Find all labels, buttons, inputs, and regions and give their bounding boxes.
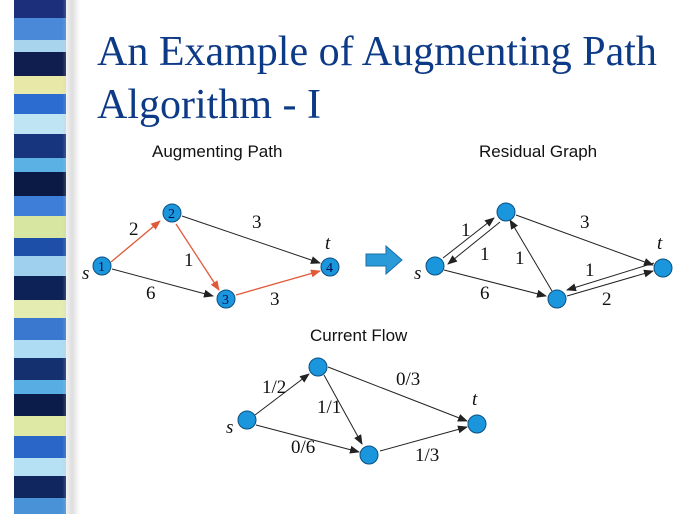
res-edge-s-2-forward <box>442 217 495 259</box>
aug-source-label: s <box>82 263 89 284</box>
current-flow-graph: s t 1/2 0/3 1/1 0/6 1/3 <box>226 357 487 466</box>
res-edge-2-s-back-capacity: 1 <box>480 244 490 265</box>
heading-augmenting-path: Augmenting Path <box>152 142 283 161</box>
aug-edge-3-4-capacity: 3 <box>270 289 280 310</box>
flow-edge-2-3 <box>323 374 363 445</box>
decorative-stripe <box>0 0 80 514</box>
aug-node-3 <box>216 289 236 309</box>
flow-node-3 <box>359 445 379 465</box>
res-edge-3-2-capacity: 1 <box>515 248 525 269</box>
flow-edge-3-t-value: 1/3 <box>415 445 439 466</box>
aug-edge-1-2 <box>110 220 161 263</box>
flow-edge-s-2-value: 1/2 <box>262 377 286 398</box>
res-node-3 <box>547 289 567 309</box>
res-edge-2-t <box>515 214 654 266</box>
flow-edge-2-t <box>327 366 468 422</box>
aug-edge-2-4 <box>181 215 321 264</box>
flow-sink-label: t <box>472 389 478 410</box>
aug-edge-2-4-capacity: 3 <box>252 212 262 233</box>
aug-edge-1-2-capacity: 2 <box>129 219 139 240</box>
aug-node-4-label: 4 <box>326 261 333 276</box>
res-edge-s-3-capacity: 6 <box>480 283 490 304</box>
residual-graph: s t 1 1 3 1 6 1 2 <box>414 202 673 310</box>
aug-edge-2-3 <box>175 223 220 291</box>
aug-node-1 <box>92 256 112 276</box>
res-node-s <box>425 256 445 276</box>
aug-node-1-label: 1 <box>98 260 105 275</box>
res-edge-2-s-back <box>447 221 501 265</box>
res-edge-3-t-forward-capacity: 2 <box>602 289 612 310</box>
flow-source-label: s <box>226 417 233 438</box>
aug-node-2-label: 2 <box>168 207 175 222</box>
res-edge-s-3 <box>443 269 547 298</box>
res-edge-2-t-capacity: 3 <box>580 212 590 233</box>
aug-edge-1-3 <box>111 268 214 298</box>
res-edge-3-t-forward <box>566 269 654 297</box>
flow-edge-s-3 <box>255 424 360 454</box>
flow-edge-s-2 <box>254 373 310 416</box>
res-node-2 <box>496 202 516 222</box>
res-node-t <box>653 258 673 278</box>
res-edge-3-2 <box>509 219 553 292</box>
flow-node-s <box>237 410 257 430</box>
transition-arrow-icon <box>365 244 403 276</box>
flow-edge-2-t-value: 0/3 <box>396 369 420 390</box>
res-edge-s-2-forward-capacity: 1 <box>461 220 471 241</box>
aug-edge-2-3-capacity: 1 <box>184 250 194 271</box>
res-source-label: s <box>414 263 421 284</box>
res-sink-label: t <box>657 233 663 254</box>
flow-node-t <box>467 414 487 434</box>
res-edge-t-3-back-capacity: 1 <box>585 260 595 281</box>
aug-node-2 <box>162 203 182 223</box>
aug-node-4 <box>320 257 340 277</box>
heading-residual-graph: Residual Graph <box>479 142 598 161</box>
aug-edge-1-3-capacity: 6 <box>146 283 156 304</box>
slide-title-line-1: An Example of Augmenting Path <box>97 29 657 75</box>
flow-edge-3-t <box>379 425 468 452</box>
res-edge-t-3-back <box>566 262 655 292</box>
aug-sink-label: t <box>325 233 331 254</box>
heading-current-flow: Current Flow <box>310 326 408 345</box>
flow-node-2 <box>308 357 328 377</box>
augmenting-path-graph: 1 2 3 4 s t 2 3 1 6 3 <box>82 203 340 310</box>
flow-edge-2-3-value: 1/1 <box>317 397 341 418</box>
slide-title-line-2: Algorithm - I <box>97 82 321 128</box>
aug-node-3-label: 3 <box>222 293 229 308</box>
aug-edge-3-4 <box>235 269 321 296</box>
flow-edge-s-3-value: 0/6 <box>291 437 315 458</box>
